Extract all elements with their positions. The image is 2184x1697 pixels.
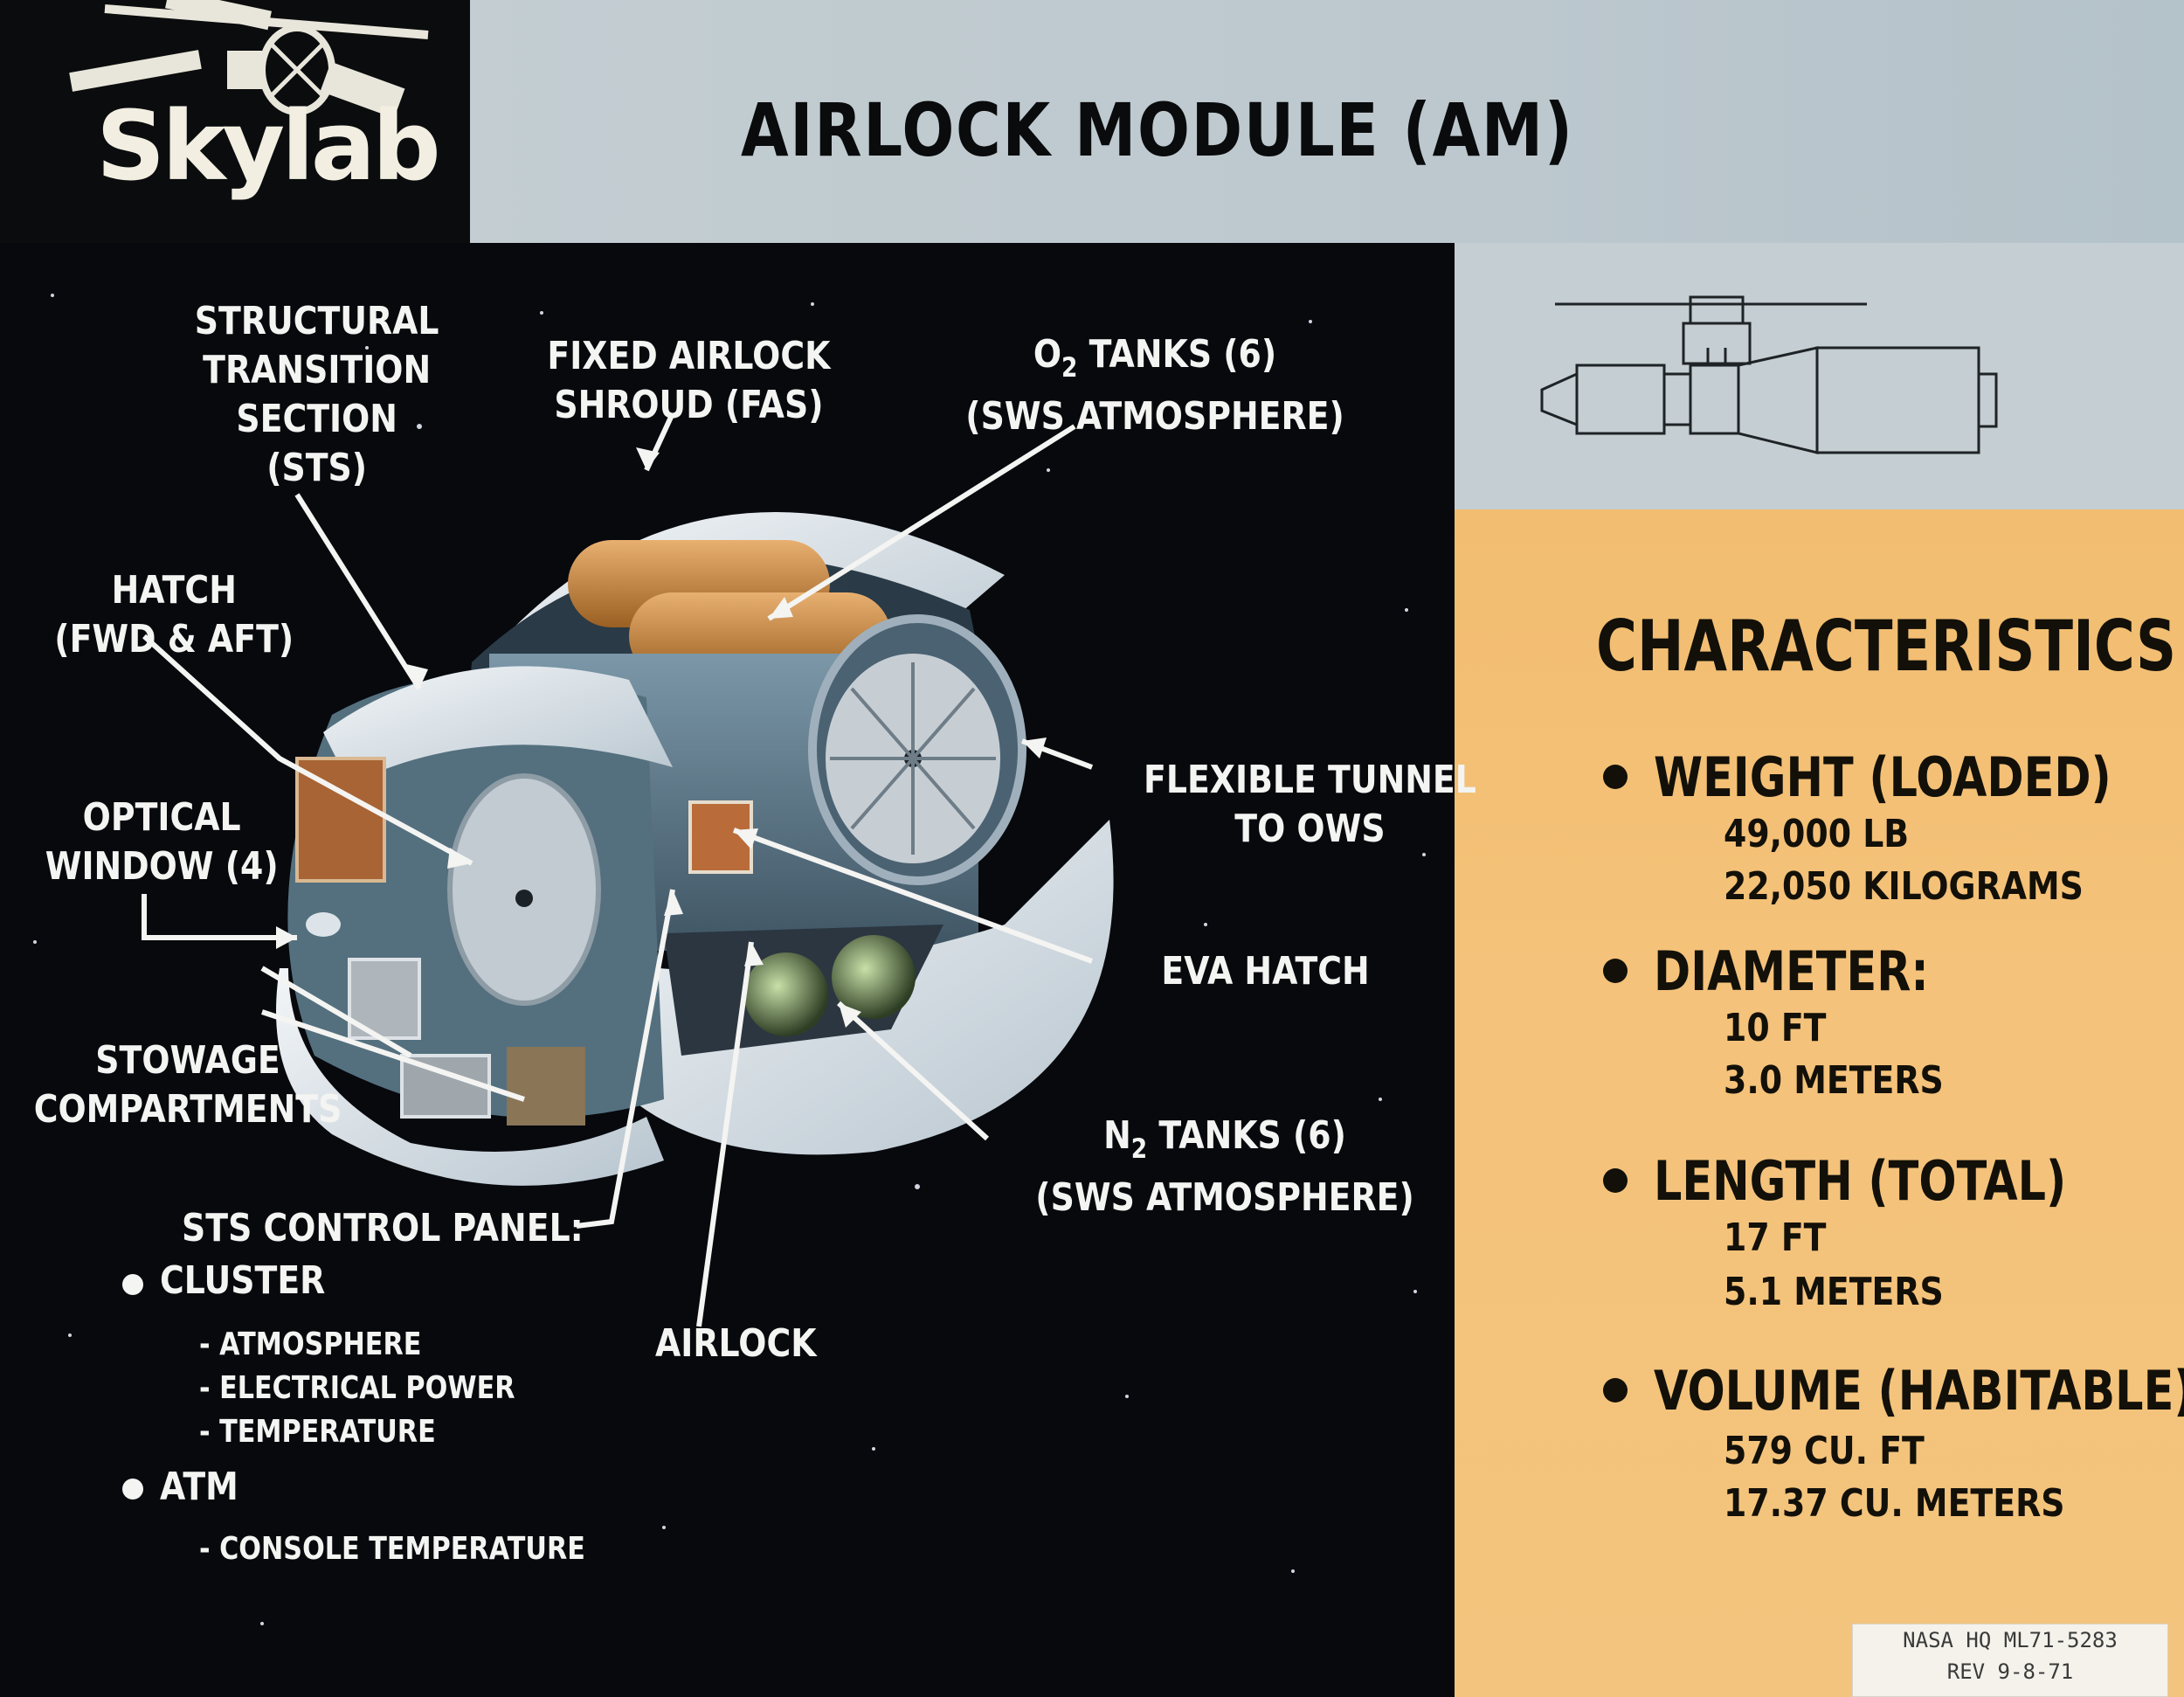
characteristic-label: VOLUME (HABITABLE) xyxy=(1654,1359,2184,1423)
label-airlock: AIRLOCK xyxy=(655,1320,817,1368)
bullet-icon xyxy=(122,1274,143,1295)
characteristic-value: 10 FT xyxy=(1724,1006,1827,1050)
label-line: (FWD & AFT) xyxy=(54,617,294,661)
characteristic-value: 17 FT xyxy=(1724,1216,1827,1260)
label-line: (SWS ATMOSPHERE) xyxy=(1035,1174,1414,1220)
label-subscript: 2 xyxy=(1061,351,1078,384)
characteristic-label: LENGTH (TOTAL) xyxy=(1654,1149,2067,1213)
label-line: AIRLOCK xyxy=(655,1321,817,1366)
label-text: TANKS (6) xyxy=(1147,1113,1346,1158)
bullet-icon xyxy=(1603,765,1628,789)
label-line: SECTION xyxy=(236,397,397,441)
skylab-station-icon xyxy=(69,0,429,119)
label-line: SHROUD (FAS) xyxy=(554,383,824,427)
label-line: TRANSITION xyxy=(203,348,432,392)
label-eva-hatch: EVA HATCH xyxy=(1161,947,1369,996)
characteristic-value: 5.1 METERS xyxy=(1724,1270,1944,1314)
characteristic-value: 17.37 CU. METERS xyxy=(1724,1481,2065,1526)
characteristics-panel: CHARACTERISTICS WEIGHT (LOADED) 49,000 L… xyxy=(1455,509,2184,1697)
label-line: FIXED AIRLOCK xyxy=(547,334,831,378)
label-stowage-compartments: STOWAGE COMPARTMENTS xyxy=(34,1036,342,1134)
stamp-line: NASA HQ ML71-5283 xyxy=(1903,1628,2118,1652)
label-line: EVA HATCH xyxy=(1161,949,1370,994)
cluster-schematic-diagram xyxy=(1540,295,1998,454)
label-line: O2 TANKS (6) xyxy=(965,330,1344,392)
control-panel-item: - ATMOSPHERE xyxy=(199,1326,422,1362)
control-panel-item: - TEMPERATURE xyxy=(199,1414,436,1450)
label-line: COMPARTMENTS xyxy=(33,1087,342,1132)
control-panel-item: - CONSOLE TEMPERATURE xyxy=(199,1531,585,1567)
structural-transition-section xyxy=(276,666,673,1186)
cluster-schematic-panel xyxy=(1455,243,2184,509)
label-line: (STS) xyxy=(266,446,368,490)
star-field xyxy=(33,294,1426,1625)
bullet-icon xyxy=(1603,959,1628,983)
characteristics-heading: CHARACTERISTICS xyxy=(1596,606,2177,687)
bullet-icon xyxy=(1603,1168,1628,1193)
skylab-logo-block: Skylab xyxy=(0,0,470,243)
label-n2-tanks: N2 TANKS (6) (SWS ATMOSPHERE) xyxy=(1035,1112,1413,1223)
label-hatch: HATCH (FWD & AFT) xyxy=(54,566,294,664)
label-o2-tanks: O2 TANKS (6) (SWS ATMOSPHERE) xyxy=(965,330,1344,441)
characteristic-label: WEIGHT (LOADED) xyxy=(1654,745,2111,809)
control-panel-item: - ELECTRICAL POWER xyxy=(199,1370,515,1406)
label-line: OPTICAL xyxy=(82,795,241,840)
label-line: WINDOW (4) xyxy=(45,844,279,889)
characteristic-value: 3.0 METERS xyxy=(1724,1058,1944,1103)
label-line: FLEXIBLE TUNNEL xyxy=(1144,758,1476,802)
leader-lines xyxy=(142,412,1094,1327)
label-line: STRUCTURAL xyxy=(194,299,439,343)
label-flexible-tunnel: FLEXIBLE TUNNEL TO OWS xyxy=(1144,756,1476,854)
n2-tanks xyxy=(744,935,916,1036)
title-band: AIRLOCK MODULE (AM) xyxy=(470,0,2184,243)
stamp-line: REV 9-8-71 xyxy=(1946,1659,2074,1684)
label-fixed-airlock-shroud: FIXED AIRLOCK SHROUD (FAS) xyxy=(547,332,830,430)
characteristic-label: DIAMETER: xyxy=(1654,939,1929,1003)
leader-arrowheads xyxy=(276,447,1047,1028)
characteristic-value: 49,000 LB xyxy=(1724,812,1910,856)
characteristic-value: 22,050 KILOGRAMS xyxy=(1724,864,2084,909)
label-line: STOWAGE xyxy=(95,1038,280,1083)
airlock-cutaway-illustration xyxy=(33,294,1426,1625)
nasa-reference-stamp: NASA HQ ML71-5283 REV 9-8-71 xyxy=(1852,1624,2168,1697)
skylab-logo-text: Skylab xyxy=(96,90,441,202)
label-optical-window: OPTICAL WINDOW (4) xyxy=(45,793,279,891)
label-text: TANKS (6) xyxy=(1077,332,1277,377)
label-subscript: 2 xyxy=(1130,1132,1148,1165)
label-line: (SWS ATMOSPHERE) xyxy=(965,393,1344,439)
control-panel-heading: STS CONTROL PANEL: xyxy=(182,1206,584,1250)
bullet-icon xyxy=(1603,1378,1628,1403)
label-line: HATCH xyxy=(111,568,237,613)
label-text: O xyxy=(1033,332,1062,377)
label-structural-transition-section: STRUCTURAL TRANSITION SECTION (STS) xyxy=(195,297,439,493)
page-title: AIRLOCK MODULE (AM) xyxy=(741,87,1574,173)
characteristic-value: 579 CU. FT xyxy=(1724,1429,1925,1473)
label-line: TO OWS xyxy=(1234,807,1386,851)
label-text: N xyxy=(1103,1113,1131,1158)
label-line: N2 TANKS (6) xyxy=(1035,1112,1413,1174)
bullet-icon xyxy=(122,1479,143,1500)
control-panel-group: ATM xyxy=(160,1465,238,1509)
control-panel-group: CLUSTER xyxy=(160,1258,326,1303)
